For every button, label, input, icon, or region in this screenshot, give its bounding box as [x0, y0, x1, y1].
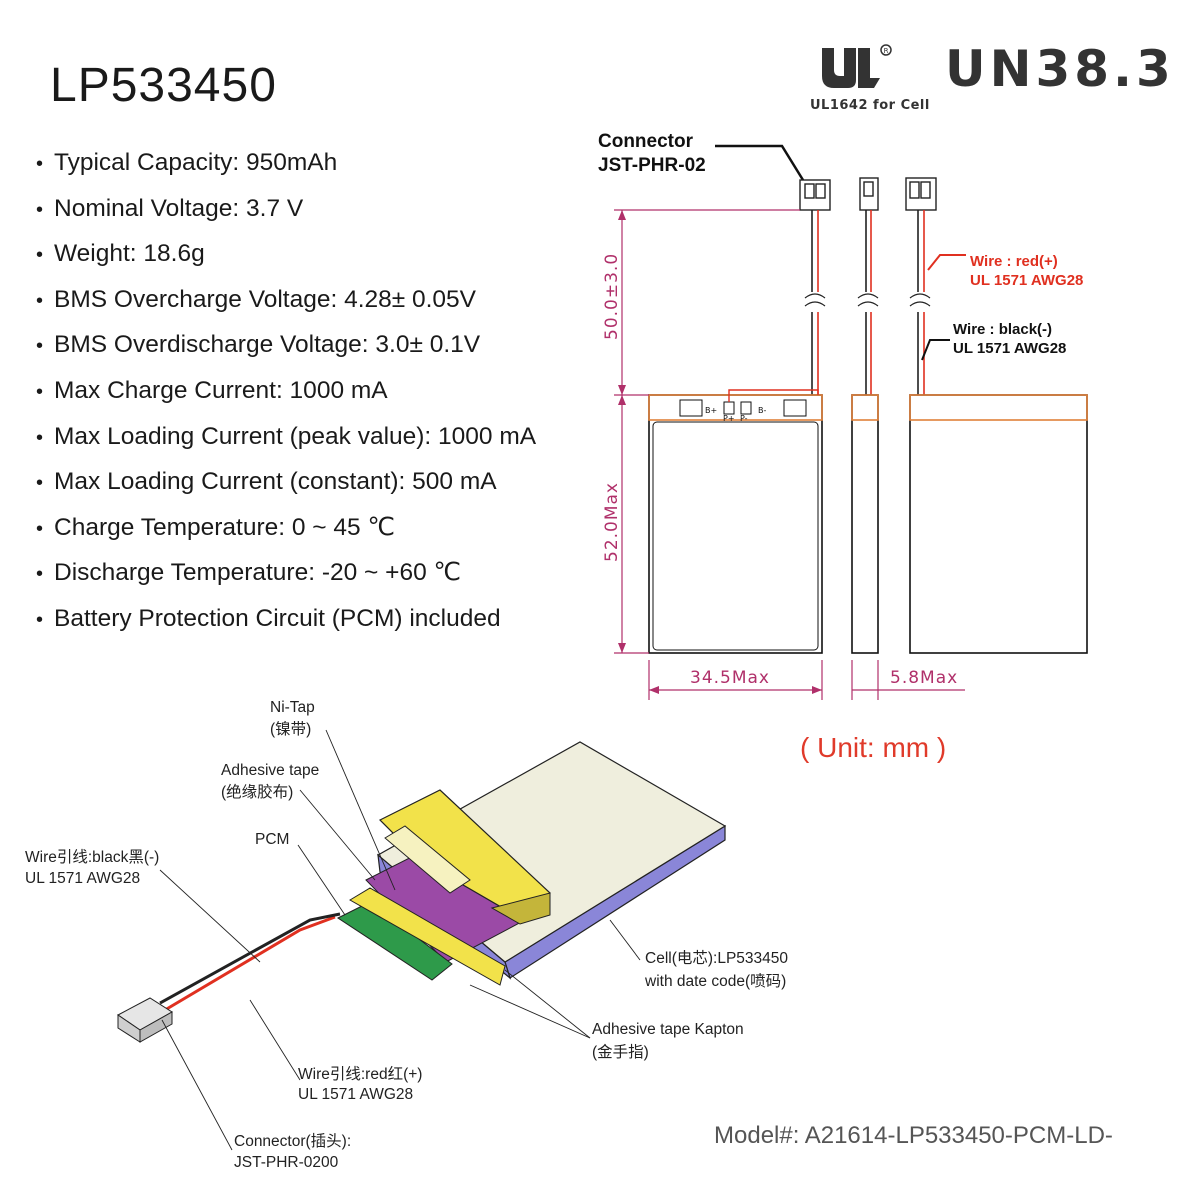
pcm-board [337, 901, 453, 981]
spec-item: •Typical Capacity: 950mAh [36, 149, 338, 176]
spec-item: •Battery Protection Circuit (PCM) includ… [36, 604, 501, 632]
connector-front [799, 179, 831, 211]
wire-red [164, 915, 336, 1012]
wires-side [857, 210, 879, 395]
pcb-label-bminus: B- [758, 406, 766, 415]
connector-leader-line [715, 144, 805, 181]
connector-back [905, 177, 937, 211]
connector-model-label: JST-PHR-02 [598, 155, 706, 176]
connector-jst [117, 997, 173, 1043]
dim-width: 34.5Max [690, 668, 770, 688]
pcb-label-pplus: P+ [723, 414, 735, 423]
exploded-view-diagram [117, 729, 727, 1151]
un383-label: UN38.3 [945, 40, 1175, 98]
dim-thickness: 5.8Max [890, 668, 959, 688]
kapton-label: Adhesive tape Kapton [592, 1021, 744, 1038]
wire-black [159, 912, 341, 1005]
connector-exploded-model: JST-PHR-0200 [234, 1154, 339, 1171]
adhesive-tape-label-cn: (绝缘胶布) [221, 784, 294, 801]
svg-text:R: R [884, 47, 889, 55]
cell-side-view [851, 394, 879, 654]
spec-item: •BMS Overcharge Voltage: 4.28± 0.05V [36, 285, 477, 313]
black-wire-leader [921, 339, 950, 361]
black-wire-exploded-label: Wire引线:black黑(-) [25, 849, 160, 866]
spec-item: •Max Loading Current (peak value): 1000 … [36, 422, 537, 450]
kapton-tape [349, 887, 506, 986]
kapton-label-cn: (金手指) [592, 1044, 649, 1061]
connector-label: Connector [598, 131, 693, 152]
connector-exploded-label: Connector(插头): [234, 1133, 352, 1150]
spec-item: •Nominal Voltage: 3.7 V [36, 194, 304, 222]
adhesive-tape-label: Adhesive tape [221, 762, 320, 779]
dim-height: 52.0Max [602, 482, 622, 562]
wires-front [804, 210, 826, 395]
cell-back-view [909, 394, 1088, 654]
red-wire-leader [927, 254, 966, 271]
cell-front-view [648, 389, 823, 654]
technical-drawing: B+ P+ P- B- [614, 144, 1088, 700]
red-wire-spec: UL 1571 AWG28 [970, 272, 1084, 289]
leader-lines [159, 729, 641, 1151]
spec-item: •BMS Overdischarge Voltage: 3.0± 0.1V [36, 331, 481, 359]
ni-tap [384, 825, 471, 894]
spec-list: •Typical Capacity: 950mAh •Nominal Volta… [36, 145, 536, 647]
red-wire-exploded-spec: UL 1571 AWG28 [298, 1086, 414, 1103]
spec-item: •Max Loading Current (constant): 500 mA [36, 468, 497, 496]
ni-tap-label: Ni-Tap [270, 699, 315, 716]
spec-item: •Charge Temperature: 0 ~ 45 ℃ [36, 513, 395, 541]
black-wire-label: Wire : black(-) [953, 321, 1053, 338]
spec-item: •Discharge Temperature: -20 ~ +60 ℃ [36, 559, 462, 587]
black-wire-spec: UL 1571 AWG28 [953, 340, 1067, 357]
wires-back [909, 210, 931, 395]
dimension-lines [614, 209, 965, 700]
dimension-arrows [618, 210, 822, 694]
model-number: Model#: A21614-LP533450-PCM-LD- [714, 1122, 1113, 1149]
pcm-label: PCM [255, 831, 290, 848]
black-wire-exploded-spec: UL 1571 AWG28 [25, 870, 141, 887]
red-wire-exploded-label: Wire引线:red红(+) [298, 1066, 423, 1083]
connector-side [859, 177, 879, 211]
cell-date-code-label: with date code(喷码) [645, 973, 787, 990]
red-wire-label: Wire : red(+) [970, 253, 1058, 270]
unit-note: ( Unit: mm ) [800, 732, 947, 763]
ul-mark-icon: R [822, 44, 892, 88]
spec-item: •Weight: 18.6g [36, 240, 205, 268]
pcb-label-pminus: P- [740, 414, 748, 423]
ul-cell-label: UL1642 for Cell [810, 98, 930, 113]
spec-item: •Max Charge Current: 1000 mA [36, 376, 388, 404]
product-title: LP533450 [50, 59, 277, 112]
cell-label: Cell(电芯):LP533450 [645, 950, 789, 967]
ni-tap-label-cn: (镍带) [270, 721, 312, 738]
dim-wire-length: 50.0±3.0 [602, 252, 622, 340]
pcb-label-bplus: B+ [705, 406, 717, 415]
